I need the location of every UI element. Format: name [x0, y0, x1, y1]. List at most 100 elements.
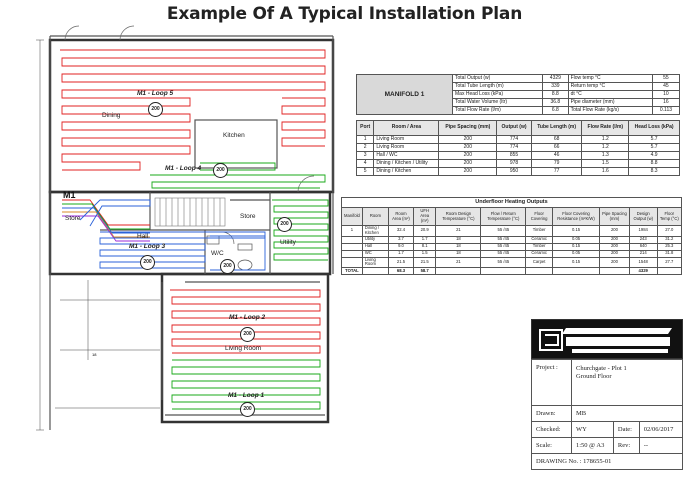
rev-label: Rev: [612, 437, 640, 454]
room-wc: W/C [211, 250, 224, 257]
table-cell: 1 [355, 135, 375, 144]
manifold-summary-table: MANIFOLD 1 Total Output (w) 4329 Flow te… [356, 74, 681, 115]
table-cell: 32.4 [388, 225, 414, 237]
manifold-key: Pipe diameter (mm) [567, 98, 653, 107]
room-living-room: Living Room [225, 345, 262, 352]
table-cell: 200 [438, 151, 498, 160]
table-cell: 55 /45 [480, 256, 527, 269]
loop-4-pipe [150, 162, 326, 189]
date-label: Date: [612, 421, 640, 438]
manifold-key: dt °C [567, 90, 653, 99]
loop-1-output: 200 [240, 402, 255, 417]
table-cell: 1 [341, 225, 363, 237]
manifold-key: Flow temp °C [567, 74, 653, 83]
manifold-pipes [62, 199, 150, 242]
table-cell: 0.15 [552, 256, 601, 269]
table-cell: 68 [530, 135, 583, 144]
table-cell: 55 /45 [480, 249, 527, 258]
table-cell: Hall [361, 242, 390, 251]
drawing-no-value: 178655-01 [583, 457, 612, 465]
total-cell: 4329 [628, 267, 658, 276]
column-header: Room Area (m²) [388, 207, 414, 226]
utility-pipe [272, 199, 329, 261]
table-cell: 18 [435, 242, 482, 251]
table-cell: 978 [496, 159, 532, 168]
table-cell: Dining / Kitchen / Utility [373, 159, 440, 168]
table-cell: Dining / Kitchen [361, 225, 390, 237]
manifold-key: Max Head Loss (kPa) [451, 90, 544, 99]
column-header: Pipe Spacing (mm) [599, 207, 630, 226]
loop-5-output: 200 [148, 102, 163, 117]
table-cell: 774 [496, 143, 532, 152]
total-cell [656, 267, 683, 276]
table-cell: 21 [435, 225, 482, 237]
room-store-right: Store [240, 213, 256, 220]
company-logo [531, 319, 683, 359]
manifold-key: Total Output (w) [451, 74, 544, 83]
column-header: Floor Covering Resistance (m²K/W) [552, 207, 601, 226]
table-cell: 8.8 [628, 159, 680, 168]
manifold-value: 4329 [542, 74, 569, 83]
table-cell: Living Room [373, 135, 440, 144]
total-cell: TOTAL [341, 267, 363, 276]
table-cell: 0.15 [552, 225, 601, 237]
table-cell: 200 [438, 143, 498, 152]
manifold-value: 339 [542, 82, 569, 91]
project-line-2: Ground Floor [576, 373, 612, 381]
table-cell: 55 /45 [480, 225, 527, 237]
total-cell: 58.7 [412, 267, 437, 276]
scale-value: 1:50 @ A3 [571, 437, 614, 454]
table-cell: 1.5 [581, 159, 630, 168]
total-cell [552, 267, 601, 276]
manifold-value: 36.8 [542, 98, 569, 107]
manifold-value: 8.8 [542, 90, 569, 99]
table-cell: 55 /45 [480, 235, 527, 244]
column-header: Floor Covering [525, 207, 554, 226]
table-cell: 0.15 [552, 242, 601, 251]
table-cell: 640 [628, 242, 658, 251]
drawn-label: Drawn: [531, 405, 572, 422]
column-header: Pipe Spacing (mm) [438, 120, 498, 136]
table-cell: 2 [355, 143, 375, 152]
total-cell [525, 267, 554, 276]
project-line-1: Churchgate - Plot 1 [576, 365, 627, 372]
dimension-text: 18 [92, 352, 97, 357]
loop-5-label: M1 - Loop 5 [137, 90, 174, 97]
scale-label: Scale: [531, 437, 572, 454]
room-utility: Utility [280, 239, 296, 246]
title-block: Project : Churchgate - Plot 1 Ground Flo… [531, 359, 684, 470]
table-cell: Timber [525, 225, 554, 237]
table-cell [341, 256, 363, 269]
table-cell: 1.6 [581, 167, 630, 176]
column-header: Port [355, 120, 375, 136]
column-header: Room Design Temperature (°C) [435, 207, 482, 226]
drawing-no-label: DRAWING No. : [536, 457, 582, 465]
table-cell: 1548 [628, 256, 658, 269]
project-value: Churchgate - Plot 1 Ground Floor [571, 359, 683, 406]
column-header: Manifold [341, 207, 363, 226]
page-title: Example Of A Typical Installation Plan [166, 4, 523, 24]
table-cell: Living Room [361, 256, 390, 269]
table-cell: 950 [496, 167, 532, 176]
checked-value: WY [571, 421, 614, 438]
column-header: Design Output (w) [628, 207, 658, 226]
table-cell: 0.05 [552, 235, 601, 244]
manifold-value: 16 [651, 98, 681, 107]
room-kitchen: Kitchen [223, 132, 245, 139]
table-cell: 200 [438, 167, 498, 176]
table-cell: 1.2 [581, 135, 630, 144]
manifold-value: 6.8 [542, 106, 569, 115]
manifold-value: 45 [651, 82, 681, 91]
table-cell: 200 [599, 249, 630, 258]
table-cell: 4 [355, 159, 375, 168]
